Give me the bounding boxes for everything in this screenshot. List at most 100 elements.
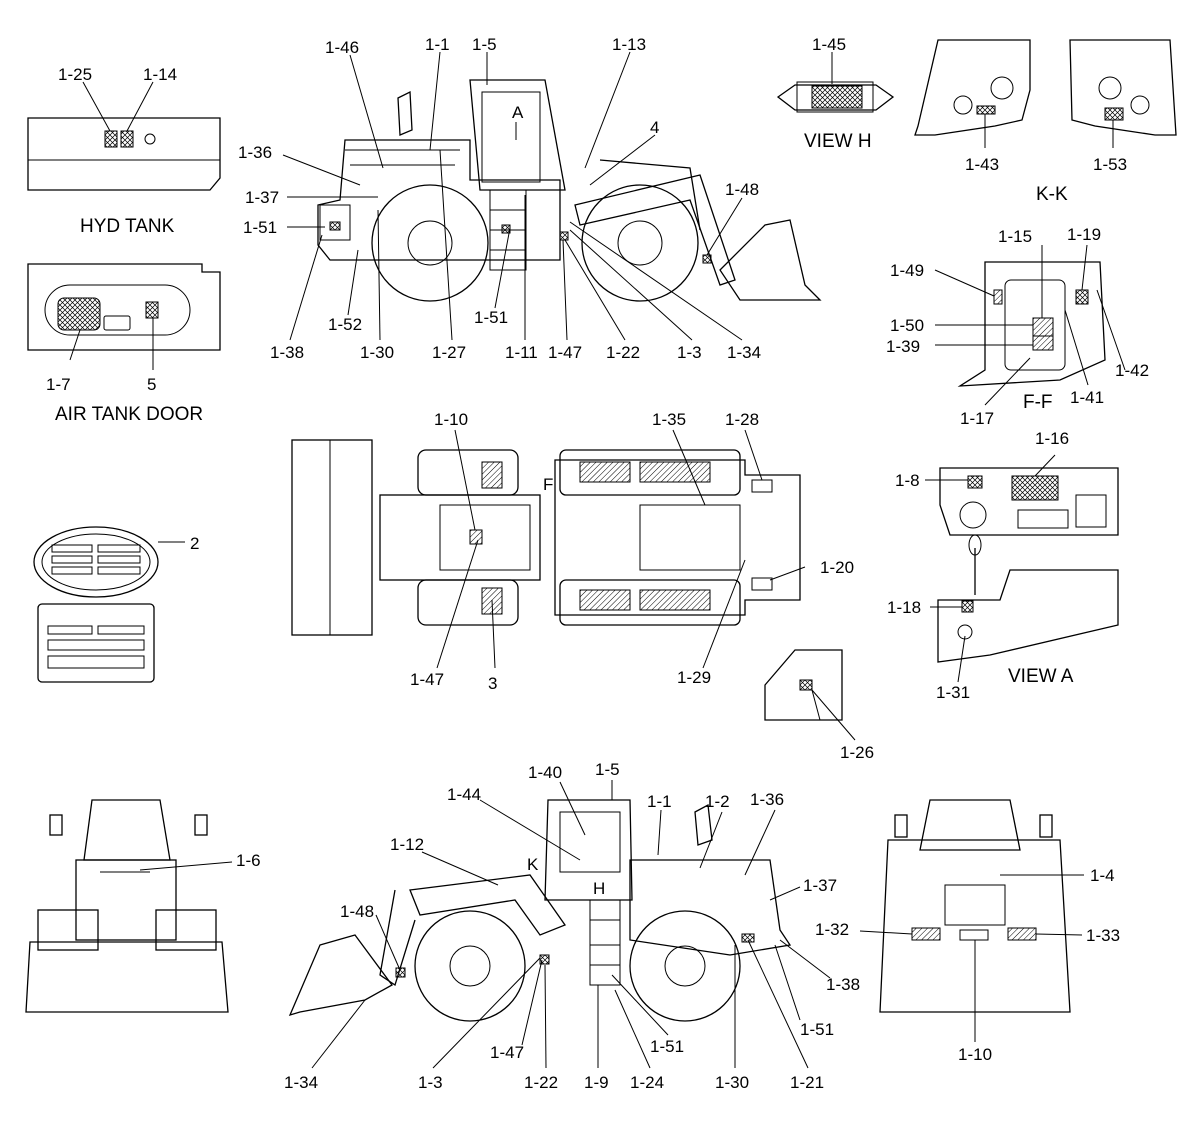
callout-label: 1-15 bbox=[998, 227, 1032, 246]
callout-label: 1-44 bbox=[447, 785, 481, 804]
top-view: F bbox=[291, 439, 801, 636]
callout-labels: 1-25 1-14 1-7 5 1-46 1-1 1-5 1-13 4 1-36… bbox=[46, 35, 1149, 1092]
plate-rect bbox=[37, 603, 155, 683]
callout-label: 1-51 bbox=[650, 1037, 684, 1056]
rear-view bbox=[879, 799, 1071, 1013]
marker-a: A bbox=[512, 103, 524, 122]
callout-label: 1-36 bbox=[750, 790, 784, 809]
callout-label: 1-7 bbox=[46, 375, 71, 394]
callout-label: 1-47 bbox=[410, 670, 444, 689]
callout-label: 1-34 bbox=[727, 343, 761, 362]
callout-label: 1-45 bbox=[812, 35, 846, 54]
callout-label: 1-51 bbox=[800, 1020, 834, 1039]
callout-label: 1-18 bbox=[887, 598, 921, 617]
callout-label: 1-52 bbox=[328, 315, 362, 334]
callout-label: 4 bbox=[650, 118, 659, 137]
callout-label: 1-4 bbox=[1090, 866, 1115, 885]
caption-view-h: VIEW H bbox=[804, 131, 872, 152]
callout-label: 1-50 bbox=[890, 316, 924, 335]
callout-label: 1-39 bbox=[886, 337, 920, 356]
callout-label: 1-42 bbox=[1115, 361, 1149, 380]
callout-label: 1-30 bbox=[360, 343, 394, 362]
callout-label: 1-46 bbox=[325, 38, 359, 57]
callout-label: 1-14 bbox=[143, 65, 177, 84]
plate-oval bbox=[33, 526, 159, 598]
callout-label: 1-20 bbox=[820, 558, 854, 577]
side-view-right: A bbox=[317, 79, 822, 302]
callout-label: 1-31 bbox=[936, 683, 970, 702]
callout-label: 1-51 bbox=[474, 308, 508, 327]
callout-label: 1-33 bbox=[1086, 926, 1120, 945]
callout-label: 1-16 bbox=[1035, 429, 1069, 448]
callout-label: 1-53 bbox=[1093, 155, 1127, 174]
caption-f-f: F-F bbox=[1023, 392, 1053, 413]
callout-label: 1-37 bbox=[245, 188, 279, 207]
marker-h: H bbox=[593, 879, 605, 898]
caption-air-tank-door: AIR TANK DOOR bbox=[55, 404, 203, 425]
caption-hyd-tank: HYD TANK bbox=[80, 216, 175, 237]
callout-label: 1-43 bbox=[965, 155, 999, 174]
callout-label: 2 bbox=[190, 534, 199, 553]
leader-lines bbox=[69, 51, 1126, 1069]
callout-label: 1-11 bbox=[505, 343, 538, 362]
callout-label: 1-40 bbox=[528, 763, 562, 782]
callout-label: 1-6 bbox=[236, 851, 261, 870]
callout-label: 1-9 bbox=[584, 1073, 609, 1092]
callout-label: 1-10 bbox=[434, 410, 468, 429]
callout-label: 1-38 bbox=[826, 975, 860, 994]
hyd-tank-panel: HYD TANK bbox=[27, 117, 221, 237]
callout-label: 5 bbox=[147, 375, 156, 394]
callout-label: 1-32 bbox=[815, 920, 849, 939]
callout-label: 1-24 bbox=[630, 1073, 664, 1092]
callout-label: 1-2 bbox=[705, 792, 730, 811]
callout-label: 1-48 bbox=[725, 180, 759, 199]
view-a: VIEW A bbox=[937, 534, 1119, 687]
callout-label: 1-19 bbox=[1067, 225, 1101, 244]
callout-label: 1-51 bbox=[243, 218, 277, 237]
callout-label: 1-34 bbox=[284, 1073, 318, 1092]
callout-label: 1-3 bbox=[677, 343, 702, 362]
callout-label: 1-22 bbox=[524, 1073, 558, 1092]
callout-label: 1-47 bbox=[490, 1043, 524, 1062]
air-tank-door-panel: AIR TANK DOOR bbox=[27, 263, 221, 425]
callout-label: 1-28 bbox=[725, 410, 759, 429]
callout-label: 1-37 bbox=[803, 876, 837, 895]
marker-f: F bbox=[543, 475, 553, 494]
view-h: VIEW H bbox=[776, 81, 895, 152]
callout-label: 1-41 bbox=[1070, 388, 1104, 407]
callout-label: 1-36 bbox=[238, 143, 272, 162]
callout-label: 1-49 bbox=[890, 261, 924, 280]
callout-label: 1-10 bbox=[958, 1045, 992, 1064]
callout-label: 1-3 bbox=[418, 1073, 443, 1092]
callout-label: 1-29 bbox=[677, 668, 711, 687]
callout-label: 1-25 bbox=[58, 65, 92, 84]
callout-label: 1-8 bbox=[895, 471, 920, 490]
callout-label: 1-5 bbox=[595, 760, 620, 779]
callout-label: 1-48 bbox=[340, 902, 374, 921]
callout-label: 1-1 bbox=[647, 792, 672, 811]
callout-label: 1-13 bbox=[612, 35, 646, 54]
callout-label: 1-27 bbox=[432, 343, 466, 362]
detail-1-26 bbox=[764, 649, 843, 721]
caption-view-a: VIEW A bbox=[1008, 666, 1074, 687]
callout-label: 1-5 bbox=[472, 35, 497, 54]
caption-k-k: K-K bbox=[1036, 184, 1068, 205]
callout-label: 1-17 bbox=[960, 409, 994, 428]
section-k-k: K-K bbox=[914, 39, 1177, 205]
callout-label: 1-38 bbox=[270, 343, 304, 362]
callout-label: 1-26 bbox=[840, 743, 874, 762]
callout-label: 1-47 bbox=[548, 343, 582, 362]
callout-label: 1-35 bbox=[652, 410, 686, 429]
detail-panel-upper bbox=[939, 467, 1119, 536]
callout-label: 1-21 bbox=[790, 1073, 824, 1092]
callout-label: 1-12 bbox=[390, 835, 424, 854]
callout-label: 1-22 bbox=[606, 343, 640, 362]
section-f-f: F-F bbox=[957, 261, 1106, 413]
callout-label: 1-1 bbox=[425, 35, 450, 54]
callout-label: 3 bbox=[488, 674, 497, 693]
marker-k: K bbox=[527, 855, 539, 874]
front-view bbox=[25, 799, 229, 1013]
callout-label: 1-30 bbox=[715, 1073, 749, 1092]
